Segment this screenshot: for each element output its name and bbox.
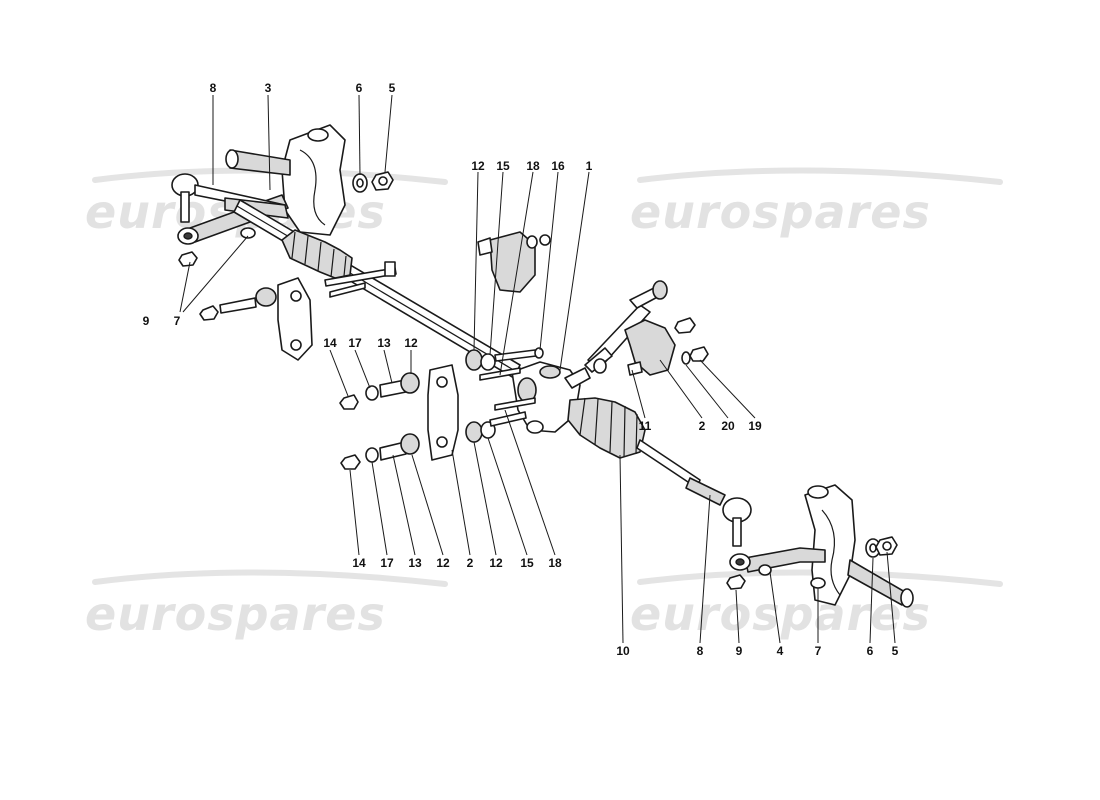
callout-17-lower: 17 [380,556,394,570]
left-tie-rod-end [171,173,289,223]
callout-14-lower: 14 [352,556,366,570]
callout-9-left: 9 [143,314,150,328]
top-center-clamp [477,231,551,293]
right-tie-rod-end [722,497,752,547]
callout-7-bottom: 7 [815,644,822,658]
steering-input-shaft [584,280,668,374]
callout-1: 1 [586,159,593,173]
watermark-bottom-left: eurospares [85,587,386,641]
callout-10: 10 [616,644,630,658]
left-bellows-boot [281,229,353,279]
callout-6-top: 6 [356,81,363,95]
right-tie-rod [636,439,726,506]
callout-5-top: 5 [389,81,396,95]
callout-9-bottom: 9 [736,644,743,658]
callout-3: 3 [265,81,272,95]
callout-7-left: 7 [174,314,181,328]
callout-13-upper: 13 [377,336,391,350]
callout-labels: 8 3 6 5 12 15 18 16 1 9 7 14 17 13 12 11… [143,81,899,658]
callout-8-top-left: 8 [210,81,217,95]
watermark-bottom-right: eurospares [630,587,931,641]
callout-4: 4 [777,644,784,658]
center-lower-bushing-set [465,397,536,443]
left-washer-nut [352,171,394,193]
callout-20: 20 [721,419,735,433]
left-mounting-bracket [277,277,313,361]
callout-19: 19 [748,419,762,433]
callout-12-lower-center: 12 [489,556,503,570]
callout-13-lower: 13 [408,556,422,570]
left-tie-rod-nut [178,251,198,267]
callout-6-bottom: 6 [867,644,874,658]
callout-12-upper-left: 12 [404,336,418,350]
callout-12-lower-left: 12 [436,556,450,570]
center-upper-bushing-set [465,347,544,381]
callout-15-lower: 15 [520,556,534,570]
left-lower-fastener-row [340,433,420,470]
callout-14-upper: 14 [323,336,337,350]
callout-18-lower: 18 [548,556,562,570]
center-mounting-plate [427,364,459,461]
callout-18-top: 18 [526,159,540,173]
callout-8-bottom: 8 [697,644,704,658]
right-clamp-bracket [624,317,709,376]
callout-11: 11 [639,419,652,433]
left-bolt-set [199,261,397,321]
right-tie-rod-nut [726,574,746,590]
callout-5-bottom: 5 [892,644,899,658]
callout-2-center: 2 [467,556,474,570]
right-steering-arm [729,547,826,589]
callout-15-top: 15 [496,159,510,173]
callout-17-upper: 17 [348,336,362,350]
right-bellows-boot [567,397,646,459]
left-upper-fastener-row [339,372,420,410]
watermark-top-right: eurospares [630,185,931,239]
callout-12-top: 12 [471,159,485,173]
pinion-housing [511,361,591,434]
right-washer-nut [865,536,898,558]
left-steering-knuckle [225,124,346,236]
callout-16: 16 [551,159,565,173]
callout-2-right: 2 [699,419,706,433]
leader-lines [179,94,896,644]
